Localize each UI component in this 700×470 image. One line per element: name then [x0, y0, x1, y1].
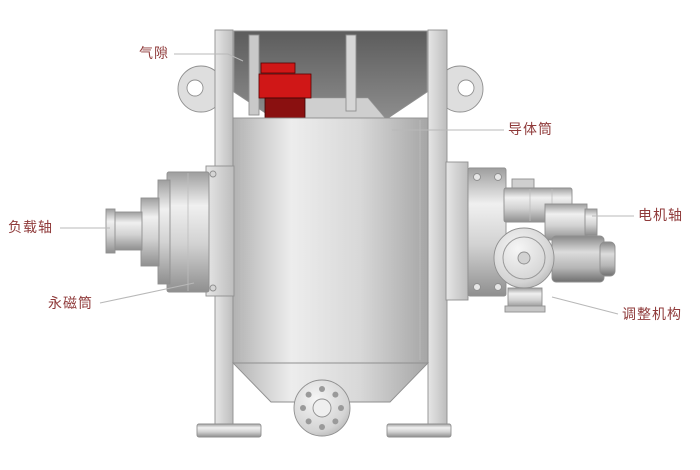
housing-flange-ring [157, 179, 171, 285]
top-cutaway [233, 30, 428, 119]
foot-left [196, 423, 262, 438]
motor-shaft-cylinder [544, 203, 588, 241]
right-bracket-plate [445, 161, 469, 301]
adjuster-lower-cylinder [507, 287, 543, 309]
flange-center-hole [312, 398, 332, 418]
right-housing-bolts [473, 173, 502, 291]
actuator-wheel-ring [502, 236, 546, 280]
inner-rib-left [248, 34, 260, 116]
actuator-wheel-hub [517, 251, 531, 265]
mounting-ears [177, 65, 484, 113]
load-side-assembly [105, 165, 235, 297]
frame-plate-right [427, 29, 448, 426]
load-shaft-end-collar [105, 208, 116, 254]
drum-shell [232, 117, 429, 364]
label-air-gap: 气隙 [139, 46, 169, 62]
label-magnet-drum: 永磁筒 [48, 296, 93, 312]
left-bolt-top [209, 170, 217, 178]
label-load-shaft: 负载轴 [8, 220, 53, 236]
load-shaft-cylinder [111, 211, 143, 251]
leader-adjustment [551, 296, 619, 315]
ear-right-hole [457, 79, 475, 97]
actuator-motor-cap [599, 241, 616, 277]
adjuster-lower-base [504, 305, 546, 313]
conductor-drum-body [231, 117, 430, 403]
label-adjustment-mechanism: 调整机构 [622, 307, 682, 323]
magnet-block-top [260, 62, 296, 74]
magnet-block-dark [264, 97, 306, 119]
motor-shaft-step [584, 208, 598, 236]
ear-left-hole [186, 79, 204, 97]
leader-lines [60, 53, 634, 315]
foot-right [386, 423, 452, 438]
left-bracket-plate [205, 165, 235, 297]
actuator-motor-block [551, 235, 605, 283]
label-conductor-drum: 导体筒 [508, 122, 553, 138]
inner-rib-right [345, 34, 357, 112]
magnet-block-main [258, 73, 312, 99]
bottom-flange [293, 379, 351, 437]
left-bolt-bottom [209, 284, 217, 292]
label-motor-shaft: 电机轴 [638, 208, 683, 224]
shaft-step [140, 197, 160, 267]
leader-magnet-drum [99, 282, 195, 304]
magnet-section [258, 62, 312, 119]
motor-side-assembly [445, 161, 616, 313]
leader-air-gap [174, 53, 244, 62]
flange-bolt-holes [300, 386, 344, 430]
